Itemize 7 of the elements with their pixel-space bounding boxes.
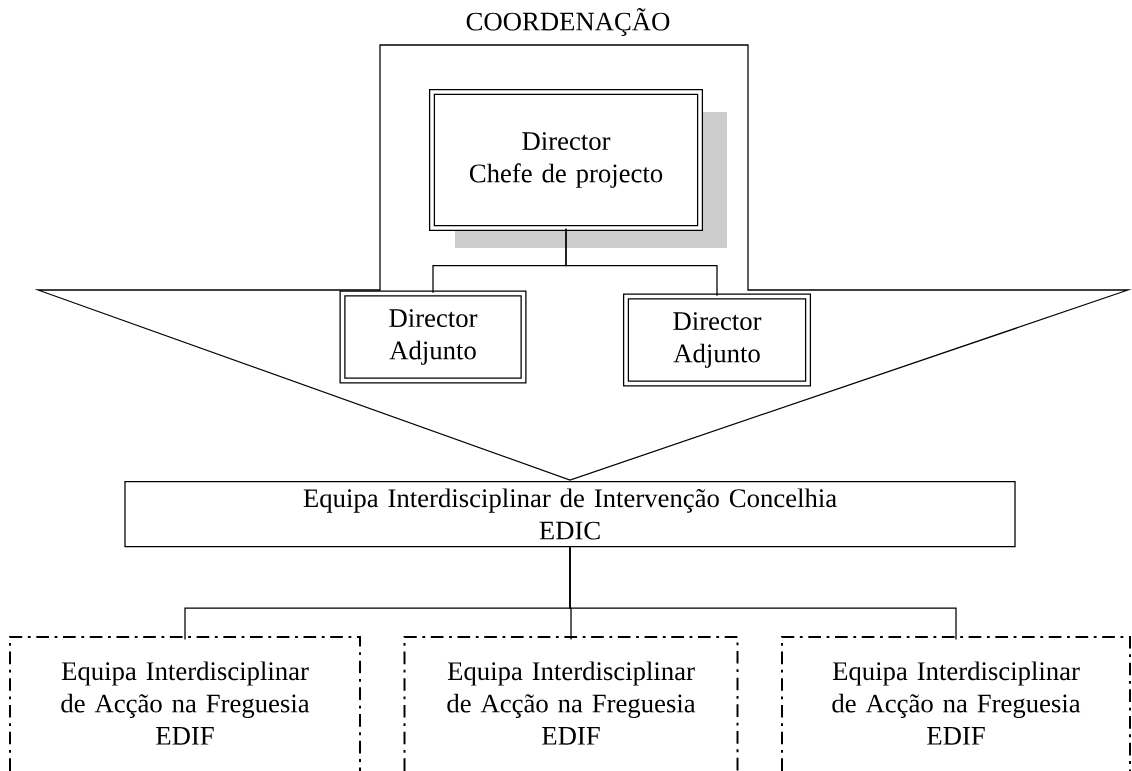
connector-line: [569, 546, 957, 640]
double-border-box: Director Adjunto: [339, 290, 527, 384]
node-label: COORDENAÇÃO: [466, 8, 670, 37]
double-border-box: Director Adjunto: [622, 293, 812, 387]
shadowed-box: Director Chefe de projecto: [428, 88, 727, 248]
connector-line: [565, 228, 718, 297]
team-box: Equipa Interdisciplinar de Intervenção Concelhia EDIC: [124, 480, 1016, 548]
